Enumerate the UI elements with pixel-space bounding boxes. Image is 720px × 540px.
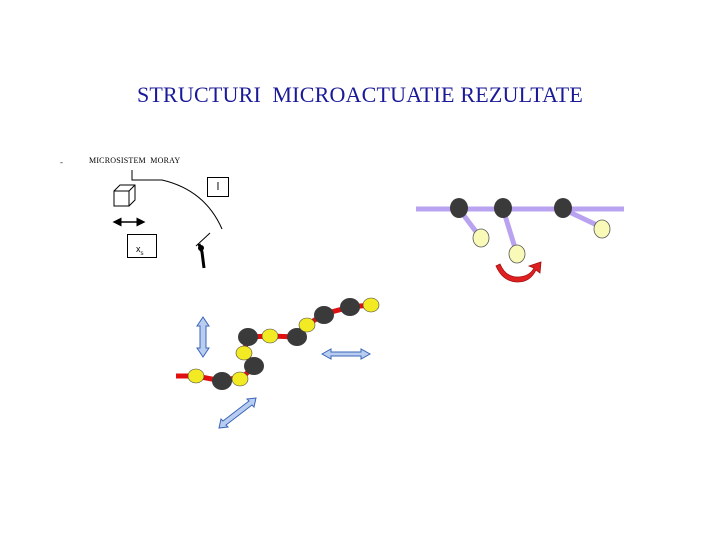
length-label: l bbox=[216, 181, 220, 193]
pale-ball bbox=[593, 219, 611, 239]
yellow-ball bbox=[231, 371, 249, 387]
dark-ball bbox=[287, 328, 307, 346]
dark-ball bbox=[554, 198, 572, 218]
slide-title: STRUCTURI MICROACTUATIE REZULTATE bbox=[136, 82, 584, 107]
horizontal-arrow-icon bbox=[320, 348, 372, 360]
pivot-icon bbox=[195, 232, 211, 269]
bullet-marker: - bbox=[60, 157, 63, 167]
dark-ball bbox=[450, 198, 468, 218]
dark-ball bbox=[494, 198, 512, 218]
yellow-ball bbox=[298, 317, 316, 333]
displacement-subscript: s bbox=[140, 250, 144, 257]
yellow-ball bbox=[235, 345, 253, 361]
length-label-box: l bbox=[207, 177, 229, 197]
dark-ball bbox=[340, 298, 360, 316]
pale-ball bbox=[472, 228, 490, 248]
dark-ball bbox=[314, 306, 334, 324]
dark-ball bbox=[244, 357, 264, 375]
dark-ball bbox=[212, 372, 232, 390]
rod-structure bbox=[416, 198, 624, 283]
moray-sketch bbox=[112, 170, 223, 269]
dark-ball bbox=[238, 328, 258, 346]
rotation-arrow-icon bbox=[495, 261, 542, 283]
cube-icon bbox=[113, 184, 136, 207]
diagonal-arrow-icon bbox=[218, 397, 257, 429]
yellow-ball bbox=[261, 328, 279, 344]
vertical-arrow-icon bbox=[196, 316, 210, 358]
ball-chain bbox=[176, 297, 380, 390]
pale-ball bbox=[508, 244, 526, 264]
yellow-ball bbox=[187, 368, 205, 384]
displacement-label-box: xs bbox=[127, 234, 157, 258]
microsystem-label: MICROSISTEM MORAY bbox=[89, 156, 181, 165]
displacement-label: x bbox=[136, 244, 141, 254]
yellow-ball bbox=[362, 297, 380, 313]
arc-beam bbox=[131, 170, 223, 230]
